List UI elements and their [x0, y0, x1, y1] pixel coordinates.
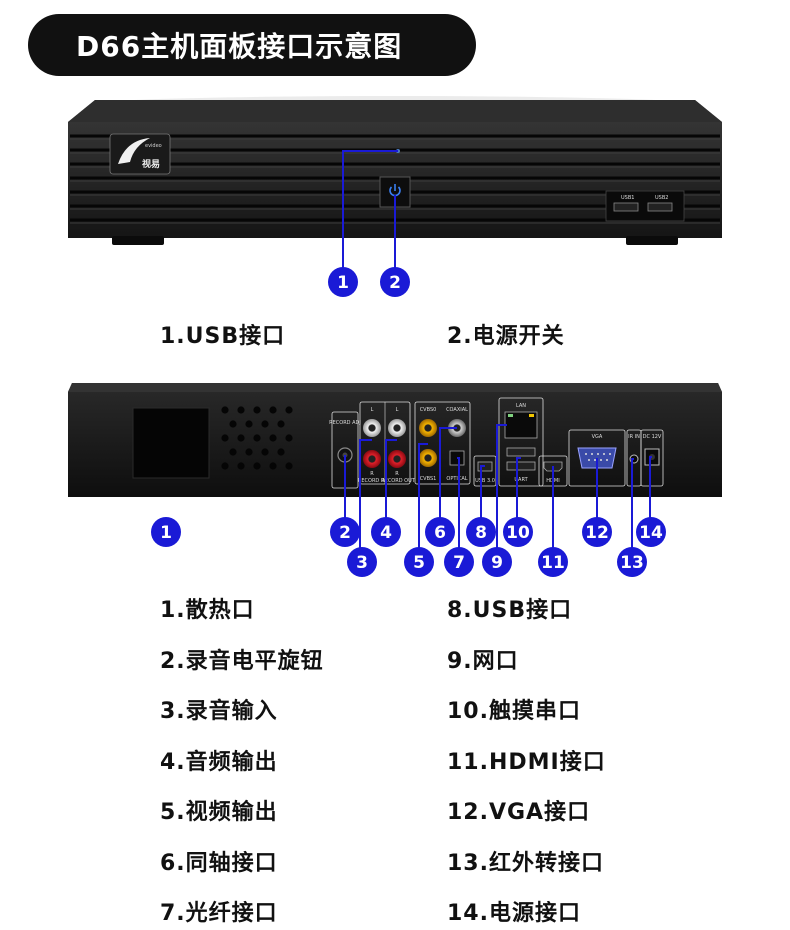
svg-text:1: 1: [160, 523, 172, 543]
front-leader-lines: [342, 150, 398, 268]
usb2-label: USB2: [655, 195, 668, 201]
uart-label: UART: [514, 477, 528, 483]
back-legend-item-5: 5.视频输出: [160, 800, 278, 825]
back-legend-item-4: 4.音频输出: [160, 750, 278, 775]
back-leader-lines: [344, 424, 652, 548]
usb2-port[interactable]: [647, 202, 673, 212]
front-usb-ports: USB1 USB2: [605, 190, 685, 222]
svg-text:4: 4: [380, 523, 392, 543]
back-marker-7: 7: [444, 547, 474, 577]
back-marker-13: 13: [617, 547, 647, 577]
uart-port-2[interactable]: [506, 461, 536, 471]
optical-label: OPTICAL: [446, 476, 467, 482]
back-marker-8: 8: [466, 517, 496, 547]
back-legend-item-1: 1.散热口: [160, 598, 255, 623]
back-legend-item-3: 3.录音输入: [160, 699, 278, 724]
vga-label: VGA: [592, 434, 603, 440]
svg-text:L: L: [396, 407, 399, 413]
svg-text:13: 13: [620, 553, 644, 573]
svg-text:5: 5: [413, 553, 425, 573]
audio-rca-panel: L L R R RECORD IN RECORD OUT: [358, 401, 416, 485]
record-adj-label: RECORD ADJ: [329, 420, 361, 426]
fan-vent-panel: [132, 407, 210, 479]
usb30-label: USB 3.0: [475, 478, 495, 484]
cvbs1-jack[interactable]: [419, 449, 437, 467]
uart-port-1[interactable]: [506, 447, 536, 457]
front-legend-item-1: 1.USB接口: [160, 324, 286, 349]
back-legend-item-9: 9.网口: [447, 649, 519, 674]
back-legend-item-11: 11.HDMI接口: [447, 750, 606, 775]
svg-text:14: 14: [639, 523, 663, 543]
back-legend-item-10: 10.触摸串口: [447, 699, 581, 724]
back-legend-item-2: 2.录音电平旋钮: [160, 649, 324, 674]
record-in-label: RECORD IN: [358, 478, 386, 484]
audio-out-left-jack[interactable]: [388, 419, 406, 437]
logo-text: 视易: [142, 158, 160, 170]
back-marker-4: 4: [371, 517, 401, 547]
back-marker-10: 10: [503, 517, 533, 547]
front-markers: 1 2: [328, 267, 410, 297]
record-in-right-jack[interactable]: [363, 450, 381, 468]
cvbs1-label: CVBS1: [420, 476, 437, 482]
coaxial-label: COAXIAL: [446, 407, 468, 413]
cvbs0-label: CVBS0: [420, 407, 437, 413]
svg-text:8: 8: [475, 523, 487, 543]
vent-holes: [221, 406, 293, 470]
svg-text:1: 1: [337, 273, 349, 293]
svg-text:2: 2: [389, 273, 401, 293]
back-marker-1: 1: [151, 517, 181, 547]
back-marker-14: 14: [636, 517, 666, 547]
svg-text:12: 12: [585, 523, 609, 543]
svg-text:2: 2: [339, 523, 351, 543]
svg-text:L: L: [371, 407, 374, 413]
svg-text:6: 6: [434, 523, 446, 543]
back-marker-9: 9: [482, 547, 512, 577]
back-legend-item-13: 13.红外转接口: [447, 851, 604, 876]
record-in-left-jack[interactable]: [363, 419, 381, 437]
logo-subtext: evideo: [145, 143, 162, 149]
usb1-port[interactable]: [613, 202, 639, 212]
brand-logo: 视易 evideo: [109, 133, 171, 175]
svg-text:7: 7: [453, 553, 465, 573]
page-title: D66主机面板接口示意图: [28, 14, 476, 76]
svg-text:10: 10: [506, 523, 530, 543]
video-panel: CVBS0 COAXIAL CVBS1 OPTICAL: [414, 401, 471, 485]
svg-text:R: R: [395, 471, 399, 477]
back-marker-3: 3: [347, 547, 377, 577]
svg-text:3: 3: [356, 553, 368, 573]
back-marker-12: 12: [582, 517, 612, 547]
ir-in-label: IR IN: [628, 434, 640, 440]
back-legend-item-7: 7.光纤接口: [160, 901, 278, 926]
back-marker-6: 6: [425, 517, 455, 547]
back-marker-2: 2: [330, 517, 360, 547]
usb1-label: USB1: [621, 195, 634, 201]
record-out-label: RECORD OUT: [381, 478, 416, 484]
back-legend-item-12: 12.VGA接口: [447, 800, 591, 825]
back-marker-11: 11: [538, 547, 568, 577]
back-legend-item-14: 14.电源接口: [447, 901, 581, 926]
svg-text:R: R: [370, 471, 374, 477]
dc12v-label: DC 12V: [643, 434, 662, 440]
audio-out-right-jack[interactable]: [388, 450, 406, 468]
front-marker-1: 1: [328, 267, 358, 297]
front-legend-item-2: 2.电源开关: [447, 324, 565, 349]
cvbs0-jack[interactable]: [419, 419, 437, 437]
front-marker-2: 2: [380, 267, 410, 297]
svg-text:11: 11: [541, 553, 565, 573]
back-marker-5: 5: [404, 547, 434, 577]
svg-text:9: 9: [491, 553, 503, 573]
back-legend-item-8: 8.USB接口: [447, 598, 573, 623]
lan-label: LAN: [516, 403, 526, 409]
back-markers: 1 2 3 4 5 6 7 8 9 10 11 12 13 14: [151, 517, 666, 577]
back-legend-item-6: 6.同轴接口: [160, 851, 278, 876]
